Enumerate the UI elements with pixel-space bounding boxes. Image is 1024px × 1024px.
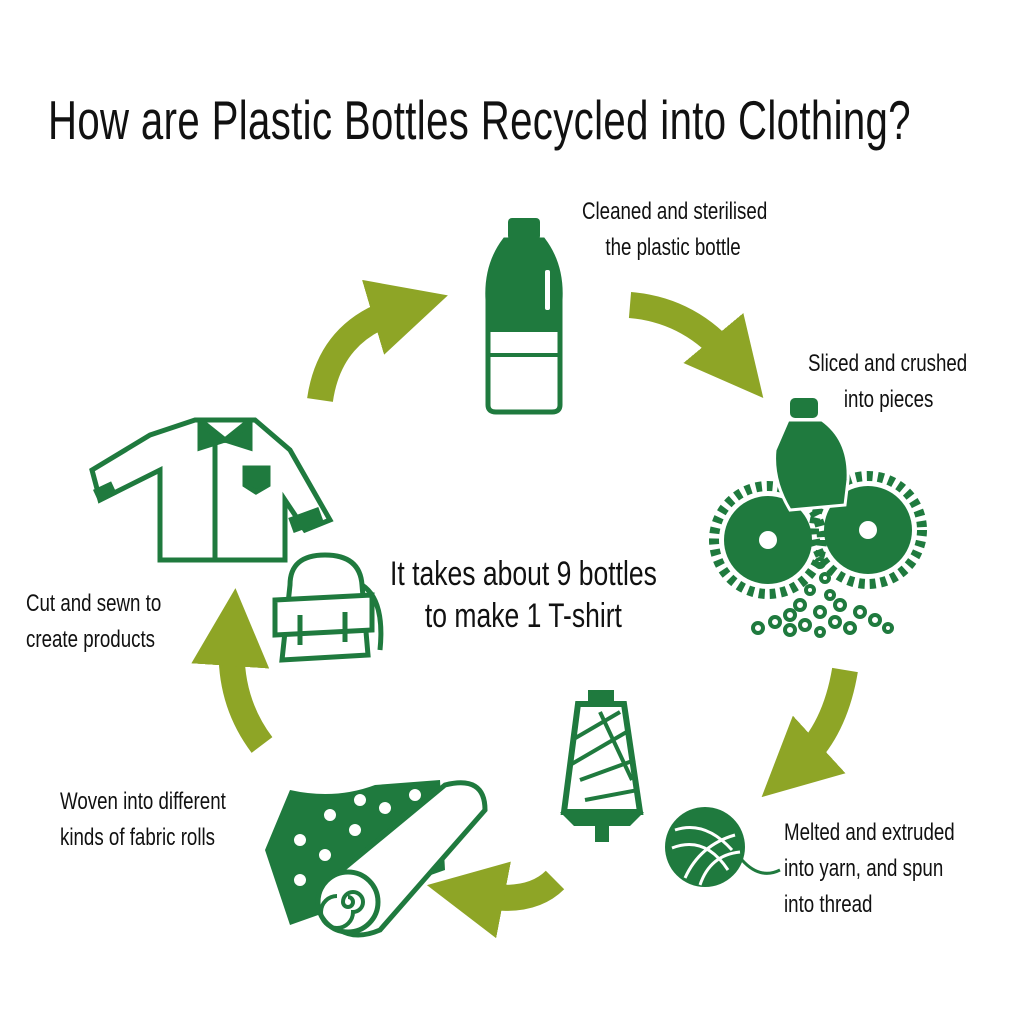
caption-line: create products bbox=[26, 626, 156, 653]
shirt-backpack-icon bbox=[89, 417, 384, 663]
caption-line: Cleaned and sterilised bbox=[582, 198, 768, 225]
step-caption-clean: Cleaned and sterilised the plastic bottl… bbox=[582, 194, 767, 266]
step-caption-weave: Woven into different kinds of fabric rol… bbox=[60, 784, 226, 856]
center-fact: It takes about 9 bottles to make 1 T-shi… bbox=[390, 553, 657, 637]
arrow-fabric-to-products bbox=[191, 588, 273, 753]
crusher-icon bbox=[709, 398, 927, 638]
arrow-crusher-to-yarn bbox=[761, 667, 858, 798]
plastic-bottle-icon bbox=[485, 218, 563, 415]
caption-line: Woven into different bbox=[60, 788, 226, 815]
arrow-shirt-to-bottle bbox=[307, 279, 448, 403]
caption-line: into thread bbox=[784, 891, 873, 918]
step-caption-crush: Sliced and crushed into pieces bbox=[808, 346, 967, 418]
step-caption-yarn: Melted and extruded into yarn, and spun … bbox=[784, 815, 955, 923]
step-caption-sew: Cut and sewn to create products bbox=[26, 586, 161, 658]
arrow-yarn-to-fabric bbox=[426, 861, 565, 939]
page-title: How are Plastic Bottles Recycled into Cl… bbox=[48, 89, 911, 151]
caption-line: Sliced and crushed bbox=[808, 350, 968, 377]
caption-line: Cut and sewn to bbox=[26, 590, 162, 617]
yarn-thread-icon bbox=[560, 690, 781, 887]
arrow-bottle-to-crusher bbox=[628, 292, 764, 398]
caption-line: into yarn, and spun bbox=[784, 855, 944, 882]
caption-line: Melted and extruded bbox=[784, 819, 955, 846]
caption-line: into pieces bbox=[843, 386, 934, 413]
caption-line: the plastic bottle bbox=[605, 234, 741, 261]
center-fact-line: It takes about 9 bottles bbox=[390, 555, 657, 593]
fabric-roll-icon bbox=[265, 780, 488, 938]
caption-line: kinds of fabric rolls bbox=[60, 824, 216, 851]
center-fact-line: to make 1 T-shirt bbox=[424, 597, 622, 635]
